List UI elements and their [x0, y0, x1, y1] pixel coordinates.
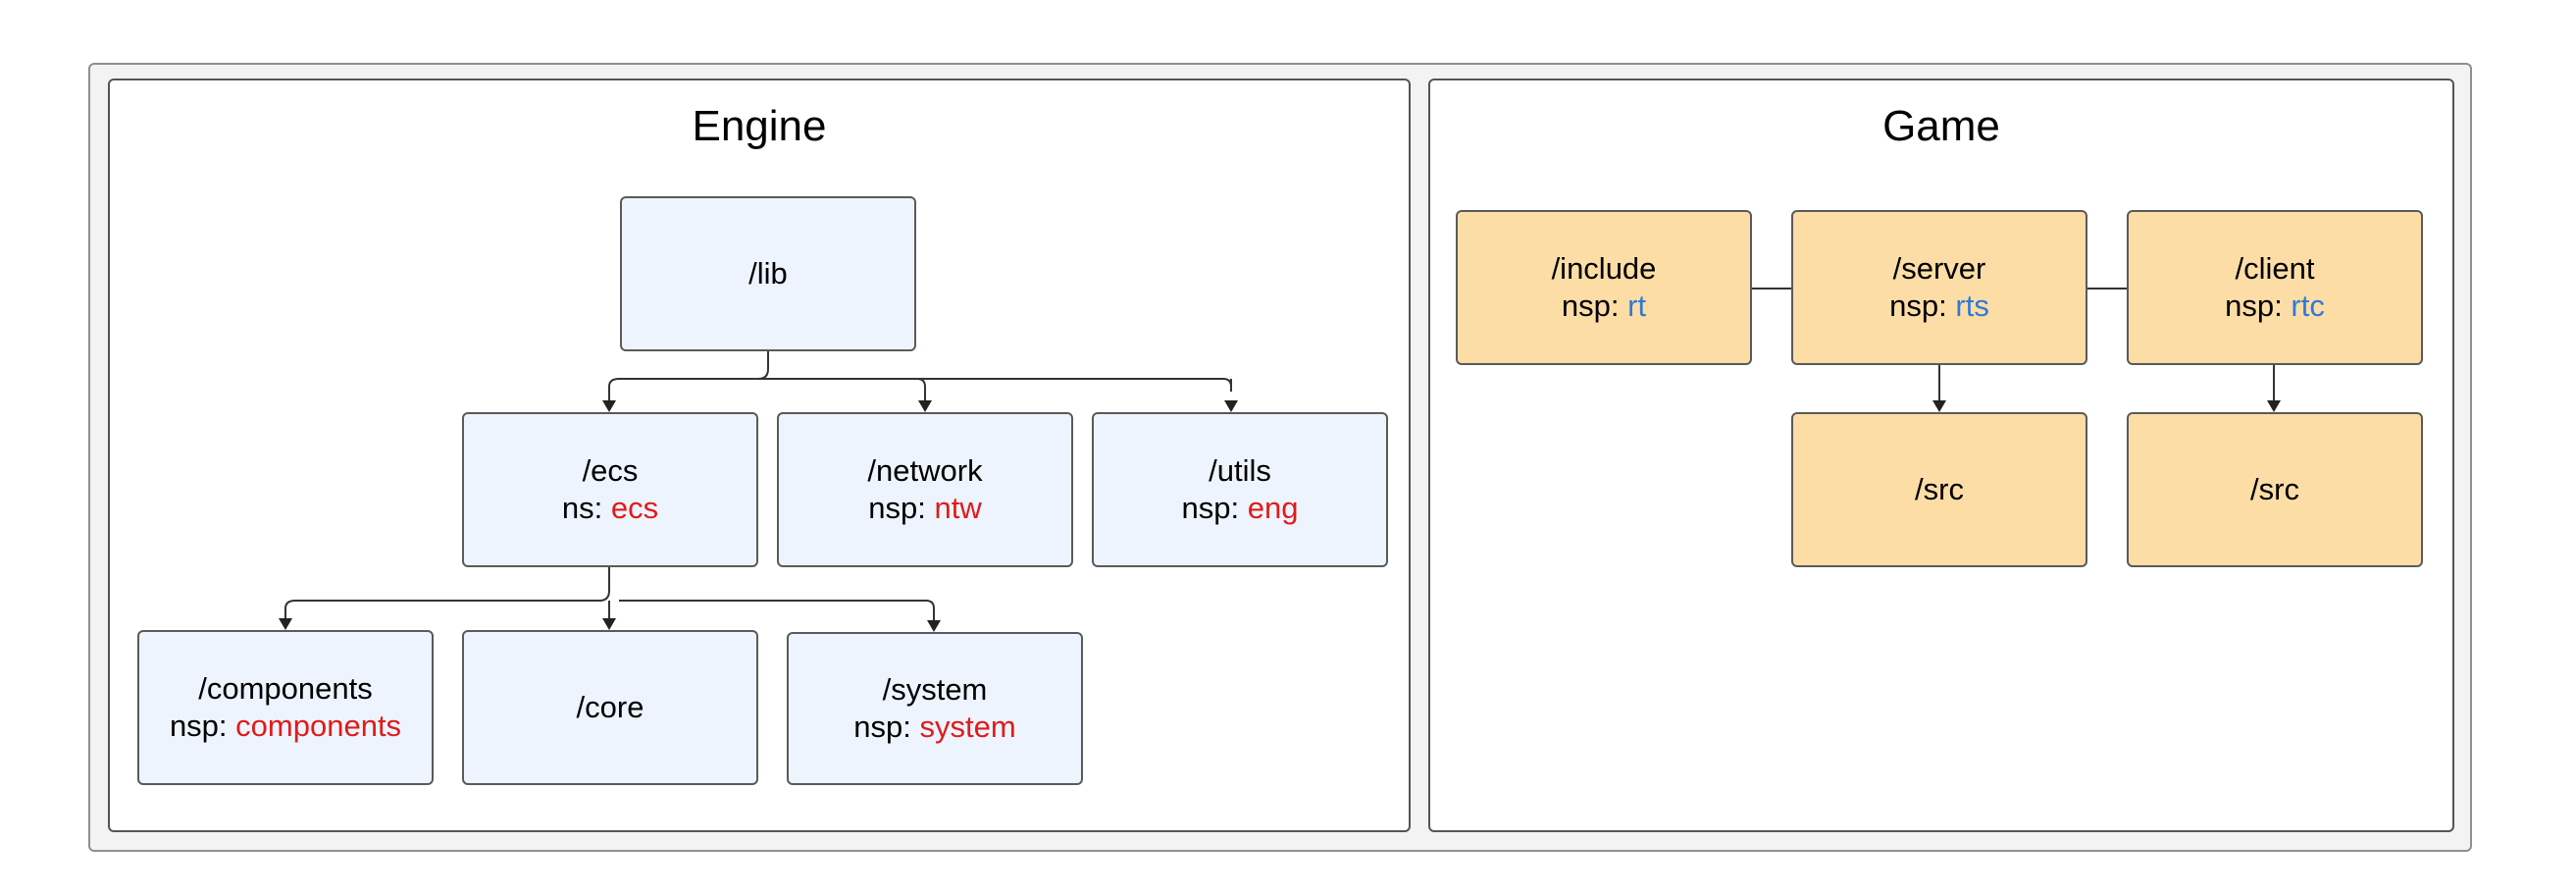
node-include[interactable]: /include nsp: rt [1456, 210, 1752, 365]
node-system-name: /system [882, 672, 988, 707]
node-system-prefix: nsp: [853, 710, 911, 744]
node-network-name: /network [867, 453, 983, 488]
edge-lib-ecs [608, 378, 620, 400]
node-include-prefix: nsp: [1561, 289, 1620, 323]
node-ecs[interactable]: /ecs ns: ecs [462, 412, 758, 567]
edge-ecs-system [619, 600, 935, 620]
node-utils-name: /utils [1209, 453, 1271, 488]
arrowhead [1224, 400, 1238, 412]
edge-lib-trunk [757, 351, 769, 380]
node-client[interactable]: /client nsp: rtc [2127, 210, 2423, 365]
node-components-name: /components [198, 671, 373, 706]
node-server-src-name: /src [1915, 472, 1964, 506]
node-network-namespace: ntw [934, 491, 982, 525]
arrowhead [1932, 400, 1946, 412]
node-network-prefix: nsp: [868, 491, 926, 525]
node-system[interactable]: /system nsp: system [787, 632, 1083, 785]
node-server-prefix: nsp: [1889, 289, 1947, 323]
node-client-namespace: rtc [2291, 289, 2325, 323]
node-components-namespace: components [235, 709, 402, 743]
node-server[interactable]: /server nsp: rts [1791, 210, 2087, 365]
node-server-name: /server [1892, 251, 1986, 286]
node-system-namespace: system [919, 710, 1016, 744]
node-utils-prefix: nsp: [1181, 491, 1240, 525]
node-components-prefix: nsp: [169, 709, 228, 743]
node-client-src[interactable]: /src [2127, 412, 2423, 567]
edge-lib-bus-right [917, 378, 1232, 388]
edge-lib-network [916, 378, 926, 400]
node-core-name: /core [576, 690, 644, 724]
node-network[interactable]: /network nsp: ntw [777, 412, 1073, 567]
node-include-namespace: rt [1627, 289, 1647, 323]
engine-title: Engine [692, 102, 827, 150]
node-core[interactable]: /core [462, 630, 758, 785]
arrowhead [918, 400, 932, 412]
node-server-namespace: rts [1955, 289, 1989, 323]
edge-ecs-trunk [284, 567, 610, 618]
node-ecs-prefix: ns: [561, 491, 603, 525]
node-client-prefix: nsp: [2225, 289, 2283, 323]
arrowhead [927, 620, 941, 632]
arrowhead [2267, 400, 2281, 412]
arrowhead [602, 618, 616, 630]
node-lib[interactable]: /lib [620, 196, 916, 351]
node-client-src-name: /src [2250, 472, 2299, 506]
node-ecs-namespace: ecs [610, 491, 659, 525]
node-ecs-name: /ecs [582, 453, 639, 488]
node-components[interactable]: /components nsp: components [137, 630, 434, 785]
node-utils-namespace: eng [1247, 491, 1299, 525]
node-include-name: /include [1551, 251, 1657, 286]
game-title: Game [1882, 102, 2000, 150]
node-client-name: /client [2235, 251, 2315, 286]
arrowhead [279, 618, 292, 630]
node-lib-name: /lib [748, 256, 788, 290]
node-server-src[interactable]: /src [1791, 412, 2087, 567]
node-utils[interactable]: /utils nsp: eng [1092, 412, 1388, 567]
arrowhead [602, 400, 616, 412]
